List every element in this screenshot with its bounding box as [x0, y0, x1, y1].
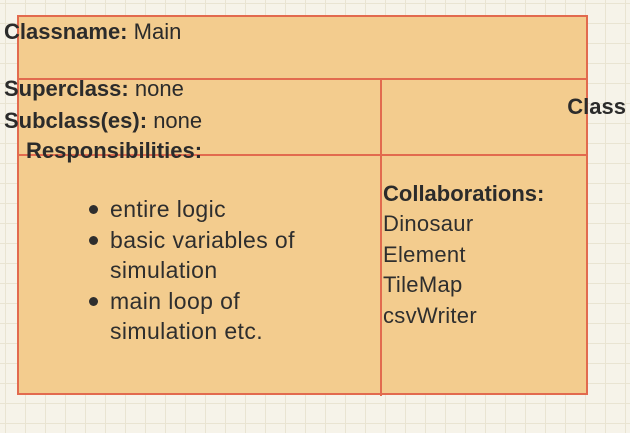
classname-row: Classname: Main — [4, 19, 181, 45]
row-divider-middle — [19, 154, 586, 156]
responsibility-text: basic variables of — [110, 226, 295, 253]
collaborator-item: TileMap — [383, 272, 463, 297]
column-divider — [380, 78, 382, 396]
class-type-label: Class — [567, 94, 626, 119]
collaborator-item: csvWriter — [383, 302, 477, 328]
responsibility-item: basic variables of — [84, 225, 344, 256]
responsibility-item: main loop of — [84, 286, 344, 317]
responsibilities-list: entire logic basic variables of simulati… — [84, 194, 344, 347]
superclass-row: Superclass: none — [4, 76, 184, 102]
crc-card — [17, 15, 588, 396]
responsibility-continuation: simulation etc. — [84, 316, 344, 347]
responsibility-text: simulation — [110, 257, 218, 283]
classname-label: Classname: — [4, 19, 128, 44]
bullet-icon — [89, 205, 98, 214]
bullet-icon — [89, 296, 98, 306]
responsibility-text: main loop of — [110, 287, 241, 314]
row-divider-top — [19, 78, 586, 80]
responsibility-continuation: simulation — [84, 255, 344, 286]
subclass-label: Subclass(es): — [4, 108, 148, 133]
collaborations-title: Collaborations: — [383, 181, 545, 206]
responsibility-item: entire logic — [84, 194, 344, 225]
responsibility-text: entire logic — [110, 196, 227, 222]
superclass-value: none — [134, 76, 184, 101]
superclass-label: Superclass: — [4, 76, 129, 101]
bullet-icon — [89, 235, 98, 245]
responsibilities-title: Responsibilities: — [26, 138, 203, 163]
subclass-row: Subclass(es): none — [4, 108, 202, 134]
responsibility-text: simulation etc. — [110, 318, 264, 344]
classname-value: Main — [133, 19, 182, 44]
collaborator-item: Dinosaur — [383, 211, 474, 236]
subclass-value: none — [153, 108, 203, 133]
collaborator-item: Element — [383, 241, 466, 267]
collaborations-list: Dinosaur Element TileMap csvWriter — [383, 209, 477, 331]
